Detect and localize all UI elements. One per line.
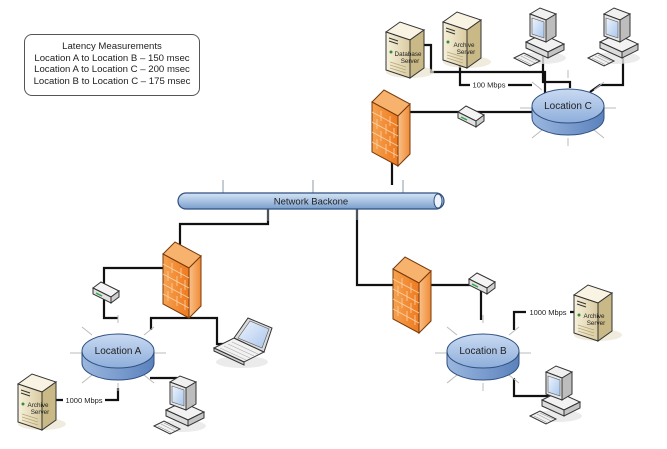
desktop-icon-a (153, 375, 207, 435)
location-b-hub: Location B (434, 314, 532, 392)
desktop-icon-c-1 (513, 7, 567, 67)
legend-row: Location A to Location B – 150 msec (34, 52, 190, 64)
server-icon (385, 21, 435, 79)
location-c-hub: Location C (519, 69, 617, 147)
link-label-a: 1000 Mbps (63, 395, 105, 405)
desktop-icon-c-2 (587, 7, 641, 67)
server-label-line2: Server (31, 409, 50, 416)
location-a-label: Location A (95, 346, 142, 357)
wire-switch-a-to-hub (102, 300, 118, 320)
firewall-icon-c (371, 89, 411, 167)
server-label-line1: Archive (584, 313, 605, 320)
backbone-label: Network Backone (274, 197, 348, 208)
server-label-line1: Database (395, 51, 422, 58)
latency-legend: Latency Measurements Location A to Locat… (24, 34, 200, 96)
legend-title: Latency Measurements (62, 41, 162, 52)
legend-row: Location A to Location C – 200 msec (34, 64, 190, 75)
wire-a-laptop (149, 316, 232, 346)
firewall-icon-a (162, 241, 202, 319)
server-label-line2: Server (587, 320, 606, 327)
link-label-b: 1000 Mbps (526, 307, 570, 317)
legend-row: Location B to Location C – 175 msec (33, 75, 191, 87)
switch-icon-b (468, 272, 496, 295)
switch-icon-c (457, 105, 485, 128)
network-backbone: Network Backone (177, 192, 445, 210)
location-b-label: Location B (459, 346, 507, 357)
backbone-drops (222, 180, 404, 221)
server-label-line1: Archive (454, 42, 475, 49)
server-database-c: Database Server (385, 21, 435, 79)
firewall-icon-b (392, 256, 432, 334)
server-label-line2: Server (457, 49, 476, 56)
server-archive-a: Archive Server (17, 373, 67, 431)
link-speed-a: 1000 Mbps (65, 396, 102, 405)
link-speed-b: 1000 Mbps (529, 308, 566, 317)
location-c-label: Location C (544, 101, 592, 112)
wire-a-server (35, 388, 120, 402)
link-speed-c: 100 Mbps (473, 81, 506, 90)
server-icon (442, 11, 492, 69)
wire-b-desktop (512, 378, 552, 398)
link-label-c: 100 Mbps (470, 80, 508, 90)
switch-icon-a (92, 281, 120, 304)
server-label-line2: Server (401, 58, 420, 65)
server-archive-c: Archive Server (442, 11, 492, 69)
server-label-line1: Archive (28, 402, 49, 409)
location-a-hub: Location A (69, 314, 167, 392)
server-archive-b: Archive Server (573, 284, 623, 342)
